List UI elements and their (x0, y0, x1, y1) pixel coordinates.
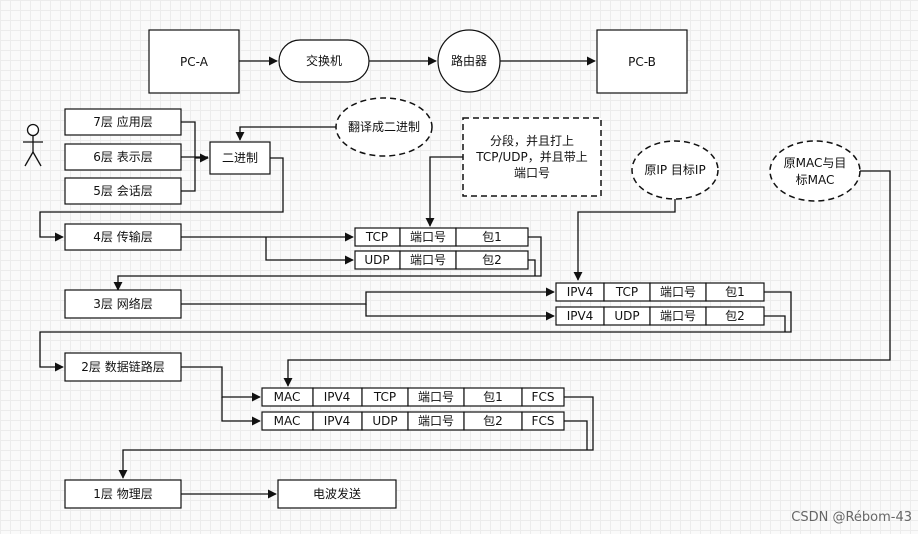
pc-b-box (596, 29, 688, 94)
np-tcp-ip: IPV4 (567, 285, 594, 299)
transport-packet-tcp: TCP 端口号 包1 (354, 227, 529, 247)
lf-tcp-mac: MAC (274, 390, 301, 404)
connector-tcp-l3 (113, 236, 542, 291)
connector-binary-l4 (39, 157, 284, 242)
lf-tcp-port: 端口号 (418, 390, 454, 404)
transport-packet-udp: UDP 端口号 包2 (354, 250, 529, 270)
network-packet-udp: IPV4 UDP 端口号 包2 (555, 306, 765, 326)
user-icon (23, 123, 43, 167)
radio-send-box (277, 479, 397, 509)
layer-3-label: 3层 网络层 (93, 296, 152, 311)
lf-tcp-ip: IPV4 (324, 390, 351, 404)
connector-l3-tcp (181, 287, 555, 305)
note-ip-text: 原IP 目标IP (644, 163, 705, 177)
note-mac-line2: 标MAC (796, 173, 835, 187)
note-segment-line2: TCP/UDP，并且带上 (475, 150, 588, 164)
arrow-note-ip (573, 199, 676, 281)
network-packet-tcp: IPV4 TCP 端口号 包1 (555, 282, 765, 302)
arrow-note-segment (425, 156, 463, 227)
link-frame-tcp: MAC IPV4 TCP 端口号 包1 FCS (261, 387, 565, 407)
connector-l4-udp (265, 237, 354, 265)
layer-5-box (64, 177, 182, 205)
note-segment-line1: 分段，并且打上 (490, 133, 574, 148)
connector-frame-l1 (118, 396, 594, 479)
layer-2-label: 2层 数据链路层 (81, 359, 164, 374)
layer-1-box (64, 479, 182, 509)
layer-6-label: 6层 表示层 (93, 150, 152, 164)
np-udp-payload: 包2 (725, 309, 745, 323)
connector-frame2-l1 (564, 420, 588, 450)
tp-tcp-proto: TCP (365, 230, 388, 244)
lf-tcp-fcs: FCS (532, 390, 555, 404)
pc-a-label: PC-A (180, 55, 209, 69)
csdn-watermark: CSDN @Rébom-43 (791, 510, 912, 525)
lf-tcp-proto: TCP (373, 390, 396, 404)
connector-l3-udp (365, 304, 555, 321)
layer-4-label: 4层 传输层 (93, 229, 152, 244)
tp-udp-port: 端口号 (410, 253, 446, 267)
layer-4-box (64, 223, 182, 251)
note-segment-line3: 端口号 (514, 166, 550, 180)
np-tcp-port: 端口号 (660, 285, 696, 299)
pc-b-label: PC-B (628, 55, 656, 69)
connector-ipv4-l2 (39, 291, 792, 372)
note-mac (769, 140, 861, 202)
note-mac-line1: 原MAC与目 (784, 156, 847, 170)
np-udp-proto: UDP (614, 309, 639, 323)
tp-udp-payload: 包2 (482, 253, 502, 267)
np-udp-ip: IPV4 (567, 309, 594, 323)
connector-ipv4b-l2 (764, 315, 786, 332)
radio-send-label: 电波发送 (313, 486, 361, 501)
layer-2-box (64, 352, 182, 382)
binary-box (209, 141, 271, 175)
note-ip (631, 140, 719, 200)
lf-udp-ip: IPV4 (324, 414, 351, 428)
np-tcp-proto: TCP (615, 285, 638, 299)
connector-udp-l3 (528, 259, 536, 276)
layer-1-label: 1层 物理层 (93, 487, 152, 501)
connector-l7-binary (181, 121, 209, 163)
note-translate-binary-text: 翻译成二进制 (348, 120, 420, 134)
connector-l2-frame1 (181, 366, 261, 402)
np-udp-port: 端口号 (660, 309, 696, 323)
np-tcp-payload: 包1 (725, 285, 745, 299)
layer-6-box (64, 143, 182, 171)
tp-tcp-payload: 包1 (482, 230, 502, 244)
lf-udp-mac: MAC (274, 414, 301, 428)
router-label: 路由器 (451, 53, 487, 68)
lf-tcp-payload: 包1 (483, 390, 503, 404)
connector-l2-frame2 (221, 397, 261, 426)
arrow-note-to-binary (235, 126, 336, 141)
lf-udp-fcs: FCS (532, 414, 555, 428)
lf-udp-payload: 包2 (483, 414, 503, 428)
connector-l5-binary (181, 158, 196, 192)
layer-7-label: 7层 应用层 (93, 114, 152, 129)
tp-tcp-port: 端口号 (410, 230, 446, 244)
layer-3-box (64, 289, 182, 319)
binary-label: 二进制 (222, 151, 258, 165)
lf-udp-proto: UDP (372, 414, 397, 428)
pc-a-box (148, 29, 240, 94)
layer-5-label: 5层 会话层 (93, 184, 152, 198)
arrow-note-mac (283, 170, 891, 387)
lf-udp-port: 端口号 (418, 414, 454, 428)
switch-label: 交换机 (306, 53, 342, 68)
link-frame-udp: MAC IPV4 UDP 端口号 包2 FCS (261, 411, 565, 431)
tp-udp-proto: UDP (364, 253, 389, 267)
